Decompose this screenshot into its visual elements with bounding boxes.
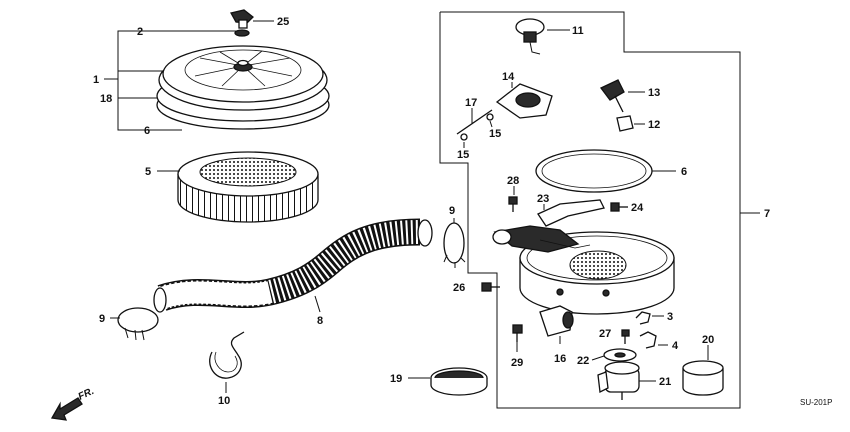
air-intake-hose [153,218,433,313]
washer [234,29,250,37]
clip-4 [639,331,668,349]
callout-21: 21 [659,376,671,388]
temperature-sensor [515,18,570,55]
callout-4: 4 [672,340,679,352]
callout-26: 26 [453,282,465,294]
heat-shroud [537,199,605,227]
callout-14: 14 [502,71,515,83]
bolt-26 [481,282,500,292]
callout-1: 1 [93,74,99,86]
air-cleaner-cover [156,45,330,130]
bracket-lines-air-cleaner-case [439,11,760,409]
check-valve [616,115,645,132]
callout-3: 3 [667,311,673,323]
clip-3 [635,311,664,325]
callout-22: 22 [577,355,589,367]
callout-23: 23 [537,193,549,205]
callout-8: 8 [317,315,323,327]
callout-16: 16 [554,353,566,365]
small-gasket [591,348,637,362]
gasket [535,149,676,193]
bolt-28 [508,186,518,212]
diagram-code: SU-201P [800,398,832,407]
bolt-29 [512,324,523,352]
callout-20: 20 [702,334,714,346]
callout-15-left: 15 [457,149,469,161]
wing-nut [230,9,274,29]
screw-27 [621,329,630,344]
air-cleaner-case [492,225,675,315]
vacuum-motor [600,79,645,113]
callout-labels: 2 25 1 18 6 5 9 9 8 10 11 14 13 17 15 15… [77,16,833,407]
callout-6-left: 6 [144,125,150,137]
case-bracket [539,305,574,344]
air-cleaner-element [157,151,319,223]
seal-ring [408,367,488,396]
callout-15-right: 15 [489,128,501,140]
callout-11: 11 [572,25,584,37]
thermo-valve [597,361,656,400]
callout-5: 5 [145,166,151,178]
control-rod [456,108,494,148]
hose-bracket [209,331,245,393]
bracket-lines-air-cleaner-cover [104,30,238,131]
callout-27: 27 [599,328,611,340]
callout-28: 28 [507,175,519,187]
callout-17: 17 [465,97,477,109]
callout-24: 24 [631,202,644,214]
callout-9-right: 9 [449,205,455,217]
callout-19: 19 [390,373,402,385]
callout-7: 7 [764,208,770,220]
callout-12: 12 [648,119,660,131]
callout-18: 18 [100,93,112,105]
callout-25: 25 [277,16,289,28]
front-direction-arrow [50,397,83,421]
direction-label: FR. [77,386,96,403]
callout-6-right: 6 [681,166,687,178]
control-valve [495,82,553,119]
callout-13: 13 [648,87,660,99]
filter-sleeve [682,345,724,396]
hose-clamp-left [110,307,159,341]
callout-10: 10 [218,395,230,407]
bolt-24 [610,202,628,212]
hose-clamp-right [443,218,466,268]
callout-2: 2 [137,26,143,38]
callout-9-left: 9 [99,313,105,325]
callout-29: 29 [511,357,523,369]
